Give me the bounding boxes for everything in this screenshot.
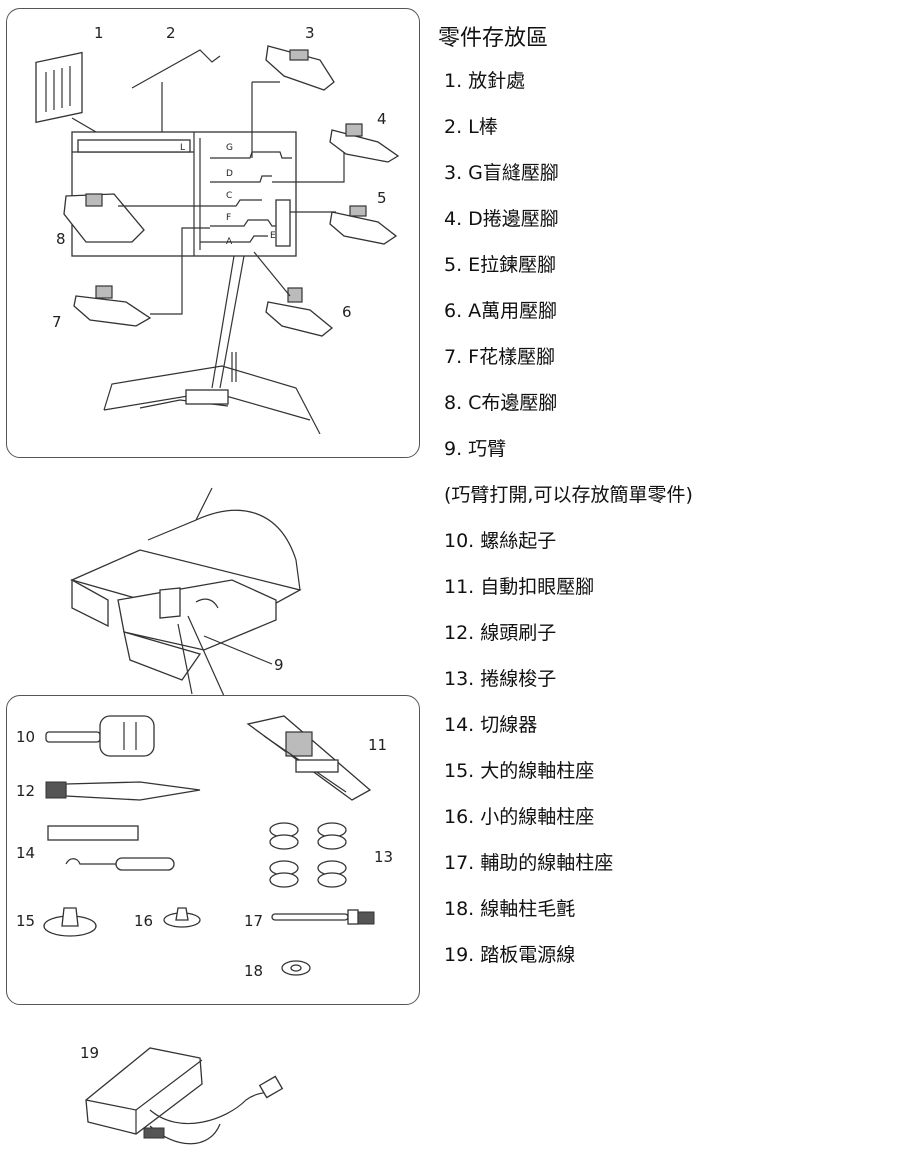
- parts-list-title: 零件存放區: [438, 26, 549, 51]
- callout-9: 9: [274, 656, 284, 674]
- parts-list-item: 17. 輔助的線軸柱座: [444, 852, 614, 874]
- parts-list-note: (巧臂打開,可以存放簡單零件): [444, 484, 693, 506]
- callout-12: 12: [16, 782, 35, 800]
- callout-11: 11: [368, 736, 387, 754]
- large-spool-cap-part: [43, 907, 97, 937]
- spool-felt-part: [281, 960, 311, 976]
- slot-label-g: G: [226, 143, 233, 153]
- small-spool-cap-part: [163, 907, 201, 928]
- additional-spool-pin-part: [271, 909, 375, 925]
- slot-label-a: A: [226, 237, 233, 247]
- slot-label-c: C: [226, 191, 232, 201]
- parts-list-item: 10. 螺絲起子: [444, 530, 557, 552]
- l-rod-part: [131, 49, 221, 89]
- parts-list-item: 13. 捲線梭子: [444, 668, 557, 690]
- callout-18: 18: [244, 962, 263, 980]
- general-purpose-foot-a-part: [253, 251, 334, 337]
- callout-2: 2: [166, 24, 176, 42]
- callout-10: 10: [16, 728, 35, 746]
- parts-list-item: 12. 線頭刷子: [444, 622, 557, 644]
- parts-list-item: 14. 切線器: [444, 714, 538, 736]
- slot-label-f: F: [226, 213, 231, 223]
- parts-list-item: 2. L棒: [444, 116, 498, 138]
- overcasting-foot-c-part: [63, 193, 210, 243]
- zipper-foot-e-part: [290, 205, 398, 245]
- parts-list-item: 18. 線軸柱毛氈: [444, 898, 576, 920]
- parts-list-item: 7. F花樣壓腳: [444, 346, 556, 368]
- parts-list-item: 3. G盲縫壓腳: [444, 162, 559, 184]
- callout-16: 16: [134, 912, 153, 930]
- callout-1: 1: [94, 24, 104, 42]
- bobbins-part: [269, 822, 347, 888]
- callout-19: 19: [80, 1044, 99, 1062]
- seam-ripper-part: [47, 825, 175, 871]
- callout-17: 17: [244, 912, 263, 930]
- callout-8: 8: [56, 230, 66, 248]
- accessories-panel: [6, 695, 420, 1005]
- parts-list-item: 15. 大的線軸柱座: [444, 760, 595, 782]
- buttonhole-foot-part: [246, 715, 372, 801]
- parts-list-item: 9. 巧臂: [444, 438, 507, 460]
- callout-4: 4: [377, 110, 387, 128]
- needle-case-part: [35, 51, 83, 124]
- callout-14: 14: [16, 844, 35, 862]
- parts-list-item: 8. C布邊壓腳: [444, 392, 558, 414]
- parts-list-item: 4. D捲邊壓腳: [444, 208, 559, 230]
- blind-stitch-foot-g-part: [251, 45, 335, 158]
- slot-label-d: D: [226, 169, 233, 179]
- callout-13: 13: [374, 848, 393, 866]
- satin-stitch-foot-f-part: [73, 227, 210, 327]
- parts-list-item: 5. E拉鍊壓腳: [444, 254, 557, 276]
- callout-5: 5: [377, 189, 387, 207]
- callout-7: 7: [52, 313, 62, 331]
- callout-3: 3: [305, 24, 315, 42]
- screwdriver-part: [45, 715, 155, 757]
- slot-label-l: L: [180, 143, 185, 153]
- slot-label-e: E: [270, 231, 276, 241]
- parts-list-item: 11. 自動扣眼壓腳: [444, 576, 595, 598]
- parts-list-item: 16. 小的線軸柱座: [444, 806, 595, 828]
- parts-list: 零件存放區 1. 放針處 2. L棒 3. G盲縫壓腳 4. D捲邊壓腳 5. …: [438, 22, 890, 984]
- rolled-hem-foot-d-part: [272, 123, 400, 183]
- machine-bed-sketch: [103, 255, 321, 435]
- parts-list-item: 1. 放針處: [444, 70, 526, 92]
- callout-6: 6: [342, 303, 352, 321]
- parts-list-item: 19. 踏板電源線: [444, 944, 576, 966]
- callout-15: 15: [16, 912, 35, 930]
- parts-list-item: 6. A萬用壓腳: [444, 300, 558, 322]
- lint-brush-part: [45, 781, 201, 801]
